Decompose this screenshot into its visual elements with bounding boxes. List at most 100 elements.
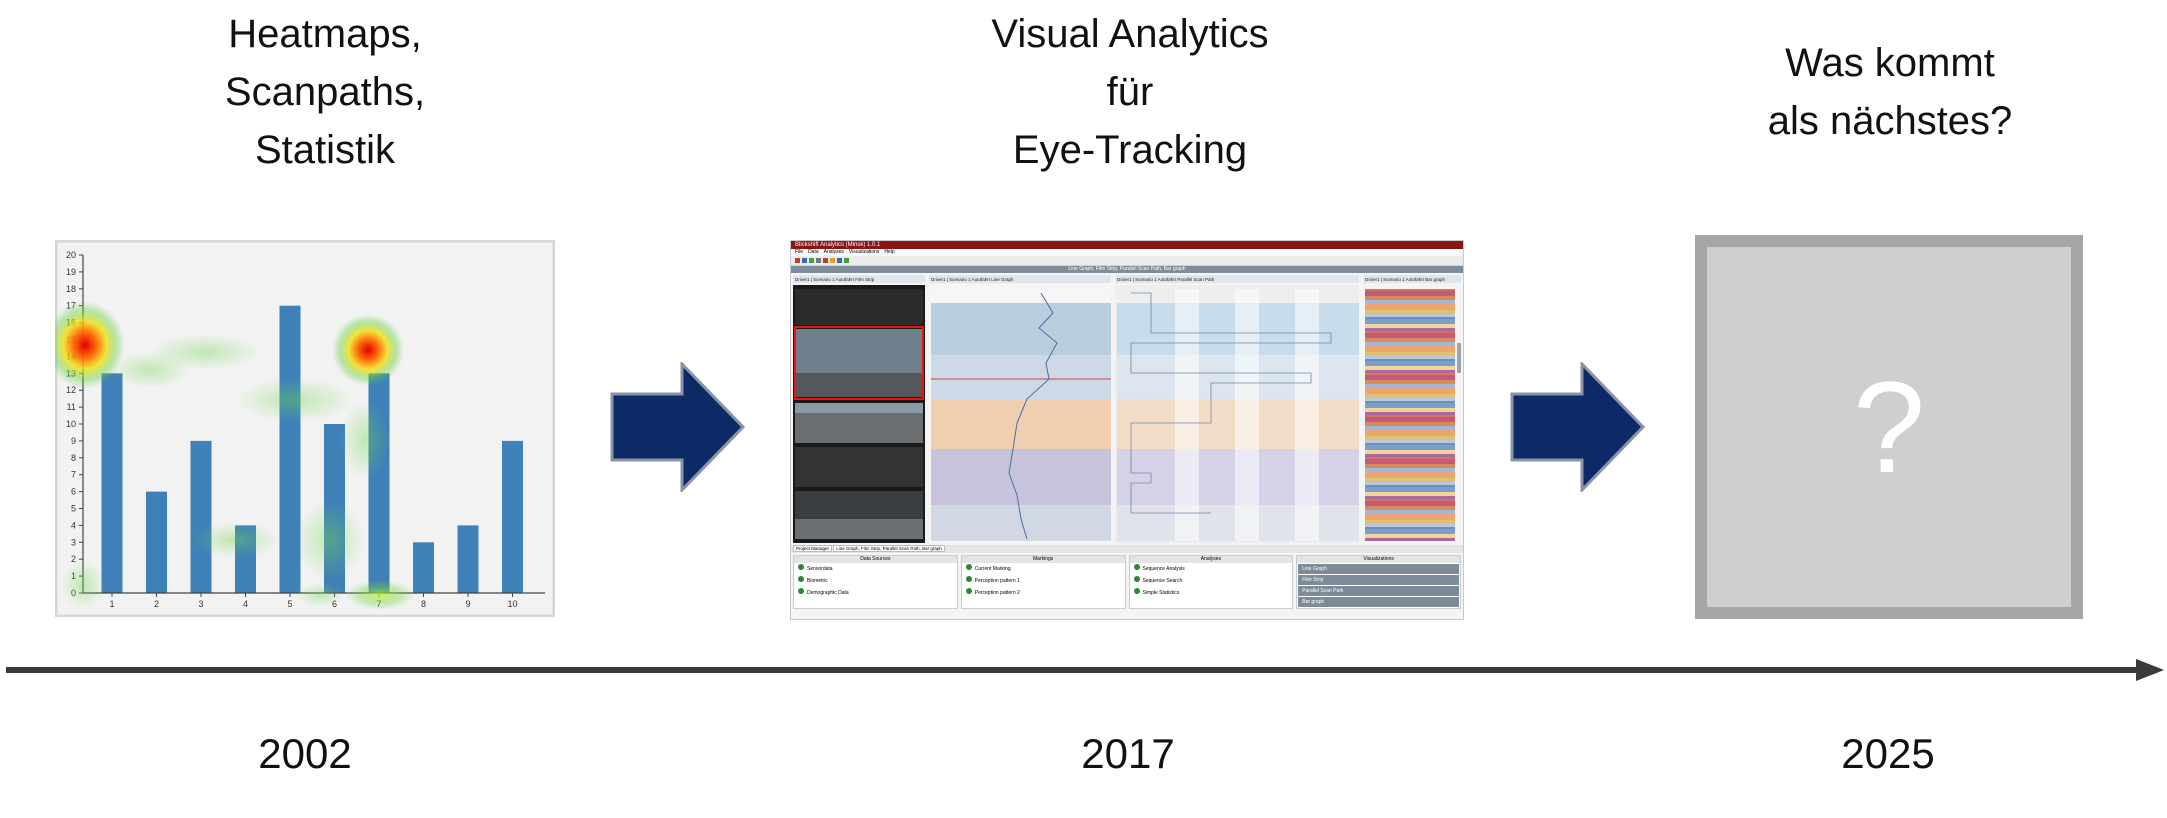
- status-dot-icon: [965, 588, 972, 594]
- stripe-mark: [1365, 373, 1455, 375]
- analyses-header: Analyses: [1129, 556, 1293, 563]
- analysis-item[interactable]: Sequence Search: [1130, 575, 1293, 587]
- stripe-mark: [1365, 426, 1455, 429]
- menu-visualizations[interactable]: Visualizations: [848, 249, 880, 255]
- stripe-mark: [1365, 303, 1455, 305]
- marking-label: Current Marking: [974, 566, 1011, 572]
- transition-arrow-2: [1510, 362, 1645, 492]
- stripe-mark: [1365, 342, 1455, 345]
- bar: [279, 305, 301, 593]
- tab-visualization-view[interactable]: Line Graph, Film Strip, Parallel Scan Pa…: [833, 545, 945, 552]
- view-titlebar: Line Graph, Film Strip, Parallel Scan Pa…: [791, 266, 1463, 273]
- stripe-mark: [1365, 538, 1455, 541]
- marking-item[interactable]: Perception pattern 2: [962, 587, 1125, 599]
- menu-analyses[interactable]: Analyses: [823, 249, 844, 255]
- stripe-mark: [1365, 515, 1455, 520]
- stripe-mark: [1365, 305, 1455, 310]
- toolbar-icon[interactable]: [830, 258, 835, 263]
- menu-file[interactable]: File: [795, 249, 804, 255]
- stripe-mark: [1365, 529, 1455, 534]
- visualization-item[interactable]: Bar graph: [1298, 597, 1459, 607]
- toolbar-icon[interactable]: [809, 258, 814, 263]
- bar: [502, 440, 523, 593]
- stripe-mark: [1365, 291, 1455, 296]
- marking-item[interactable]: Perception pattern 1: [962, 575, 1125, 587]
- stripe-mark: [1365, 534, 1455, 538]
- film-strip-selection[interactable]: [794, 326, 924, 400]
- stripe-mark: [1365, 513, 1455, 515]
- stripe-mark: [1365, 443, 1455, 445]
- stripe-mark: [1365, 328, 1455, 331]
- visualization-label: Line Graph: [1302, 566, 1327, 572]
- toolbar-icon[interactable]: [823, 258, 828, 263]
- data-source-label: Demographic Data: [807, 590, 849, 596]
- stripe-mark: [1365, 459, 1455, 464]
- visualization-item[interactable]: Line Graph: [1298, 564, 1459, 574]
- toolbar-icon[interactable]: [844, 258, 849, 263]
- stage-1-title-line: Statistik: [254, 128, 396, 172]
- visualization-item[interactable]: Film Strip: [1298, 575, 1459, 585]
- x-tick-label: 3: [198, 599, 203, 609]
- stripe-mark: [1365, 454, 1455, 457]
- data-source-item[interactable]: Biometric: [794, 575, 957, 587]
- future-placeholder: ?: [1695, 235, 2083, 619]
- y-tick-label: 12: [66, 385, 76, 395]
- stripe-mark: [1365, 310, 1455, 314]
- stripe-mark: [1365, 345, 1455, 347]
- toolbar-icon[interactable]: [802, 258, 807, 263]
- visualization-item[interactable]: Parallel Scan Path: [1298, 586, 1459, 596]
- toolbar-icon[interactable]: [816, 258, 821, 263]
- marking-label: Perception pattern 1: [974, 578, 1020, 584]
- stage-1-title-line: Heatmaps,: [228, 12, 422, 56]
- y-tick-label: 18: [66, 284, 76, 294]
- transition-arrow-1: [610, 362, 745, 492]
- data-source-label: Sensordata: [807, 566, 833, 572]
- stripe-mark: [1365, 347, 1455, 352]
- stripe-mark: [1365, 398, 1455, 401]
- bar: [101, 373, 123, 593]
- stripe-mark: [1365, 324, 1455, 328]
- analysis-item[interactable]: Sequence Analysis: [1130, 563, 1293, 575]
- stripe-mark: [1365, 331, 1455, 333]
- y-tick-label: 7: [71, 470, 76, 480]
- stripe-mark: [1365, 359, 1455, 361]
- heatmap-overlay: [55, 301, 415, 610]
- year-label-2017: 2017: [1081, 730, 1175, 777]
- x-tick-label: 9: [465, 599, 470, 609]
- tab-project-manager[interactable]: Project Manager: [793, 545, 833, 552]
- x-tick-label: 1: [109, 599, 114, 609]
- menu-data[interactable]: Data: [808, 249, 819, 255]
- line-graph: [929, 285, 1111, 543]
- stage-2-title-line: für: [1106, 70, 1154, 114]
- stripe-mark: [1365, 492, 1455, 496]
- toolbar-icon[interactable]: [795, 258, 800, 263]
- stage-3-title-line: Was kommt: [1785, 41, 1995, 85]
- visualizations-header: Visualizations: [1297, 556, 1460, 563]
- stripe-mark: [1365, 352, 1455, 356]
- stripe-mark: [1365, 524, 1455, 527]
- toolbar: [791, 256, 1463, 266]
- stripe-mark: [1365, 415, 1455, 417]
- stripe-mark: [1365, 478, 1455, 482]
- stripe-mark: [1365, 440, 1455, 443]
- heatmap-bar-chart: 0123456789101112131415161718192012345678…: [55, 240, 555, 617]
- data-source-item[interactable]: Sensordata: [794, 563, 957, 575]
- stripe-mark: [1365, 314, 1455, 317]
- marking-item[interactable]: Current Marking: [962, 563, 1125, 575]
- year-label-2025: 2025: [1841, 730, 1935, 777]
- status-dot-icon: [798, 576, 804, 582]
- toolbar-icon[interactable]: [837, 258, 842, 263]
- analysis-item[interactable]: Simple Statistics: [1130, 587, 1293, 599]
- stripe-mark: [1365, 366, 1455, 370]
- y-tick-label: 11: [67, 402, 76, 412]
- stripe-mark: [1365, 487, 1455, 492]
- menu-help[interactable]: Help: [884, 249, 895, 255]
- stripe-mark: [1365, 450, 1455, 454]
- stripe-mark: [1365, 468, 1455, 471]
- stripe-mark: [1365, 333, 1455, 338]
- status-dot-icon: [1133, 588, 1140, 594]
- data-source-item[interactable]: Demographic Data: [794, 587, 957, 599]
- stripe-mark: [1365, 482, 1455, 485]
- view-title: Line Graph, Film Strip, Parallel Scan Pa…: [1068, 266, 1186, 272]
- striped-bar-graph: [1365, 289, 1455, 541]
